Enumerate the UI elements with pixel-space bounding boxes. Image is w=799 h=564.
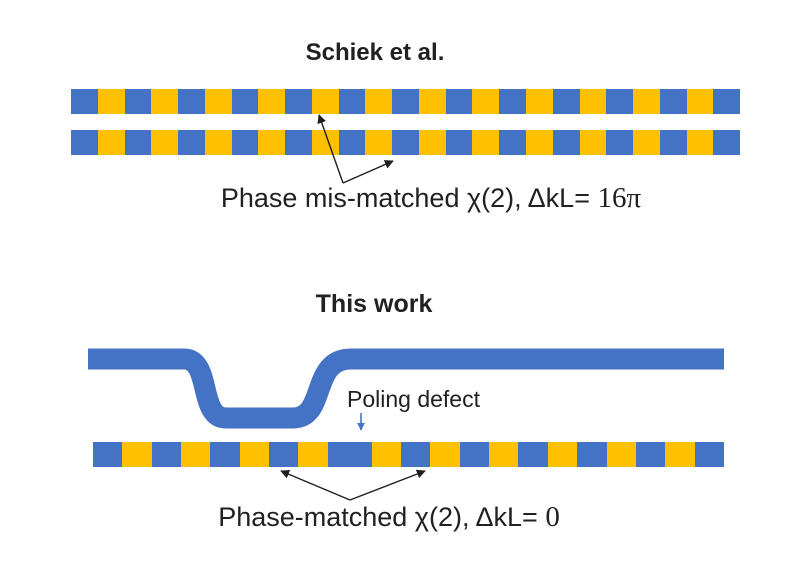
stripe-segment-blue bbox=[392, 130, 419, 155]
stripe-segment-blue bbox=[71, 130, 98, 155]
stripe-segment-yellow bbox=[472, 130, 500, 155]
stripe-segment-blue bbox=[124, 89, 152, 114]
mismatched-poled-bar-1 bbox=[71, 89, 741, 114]
stripe-segment-blue bbox=[210, 442, 240, 467]
stripe-segment-yellow bbox=[686, 89, 714, 114]
stripe-segment-blue bbox=[269, 442, 299, 467]
stripe-segment-blue bbox=[606, 89, 634, 114]
stripe-segment-blue bbox=[713, 89, 741, 114]
stripe-segment-yellow bbox=[526, 130, 553, 155]
stripe-segment-blue bbox=[151, 442, 182, 467]
stripe-segment-blue bbox=[231, 89, 259, 114]
stripe-segment-yellow bbox=[606, 442, 636, 467]
stripe-segment-blue bbox=[694, 442, 724, 467]
stripe-segment-yellow bbox=[365, 89, 393, 114]
top-caption: Phase mis-matched χ(2), ΔkL= 16π bbox=[220, 182, 642, 215]
top-section-title: Schiek et al. bbox=[305, 39, 445, 66]
stripe-segment-yellow bbox=[686, 130, 714, 155]
stripe-segment-blue bbox=[552, 89, 580, 114]
stripe-segment-yellow bbox=[151, 89, 179, 114]
stripe-segment-blue bbox=[392, 89, 419, 114]
stripe-segment-yellow bbox=[665, 442, 695, 467]
stripe-segment-yellow bbox=[489, 442, 519, 467]
stripe-segment-yellow bbox=[365, 130, 393, 155]
stripe-segment-yellow bbox=[204, 130, 232, 155]
top-caption-value: 16π bbox=[597, 182, 642, 214]
stripe-segment-blue bbox=[124, 130, 152, 155]
stripe-segment-yellow bbox=[579, 130, 607, 155]
stripe-segment-yellow bbox=[151, 130, 179, 155]
stripe-segment-blue bbox=[71, 89, 98, 114]
stripe-segment-yellow bbox=[430, 442, 460, 467]
stripe-segment-blue bbox=[499, 89, 527, 114]
stripe-segment-blue bbox=[178, 130, 205, 155]
stripe-segment-blue bbox=[459, 442, 490, 467]
stripe-segment-blue bbox=[635, 442, 666, 467]
stripe-segment-blue bbox=[499, 130, 527, 155]
mismatched-poled-bar-2 bbox=[71, 130, 741, 155]
stripe-segment-yellow bbox=[258, 89, 286, 114]
stripe-segment-blue bbox=[338, 89, 366, 114]
stripe-segment-yellow bbox=[122, 442, 152, 467]
stripe-segment-yellow bbox=[371, 442, 402, 467]
stripe-segment-blue bbox=[713, 130, 741, 155]
stripe-segment-blue bbox=[327, 442, 372, 467]
stripe-segment-blue bbox=[178, 89, 205, 114]
bottom-caption: Phase-matched χ(2), ΔkL= 0 bbox=[218, 501, 560, 534]
stripe-segment-yellow bbox=[418, 130, 446, 155]
poling-defect-label: Poling defect bbox=[347, 386, 480, 412]
stripe-segment-yellow bbox=[204, 89, 232, 114]
stripe-segment-yellow bbox=[298, 442, 328, 467]
stripe-segment-yellow bbox=[97, 89, 125, 114]
stripe-segment-yellow bbox=[633, 130, 660, 155]
stripe-segment-blue bbox=[659, 89, 687, 114]
stripe-segment-yellow bbox=[258, 130, 286, 155]
stripe-segment-yellow bbox=[418, 89, 446, 114]
bottom-caption-text: Phase-matched χ(2), ΔkL= bbox=[218, 502, 546, 532]
stripe-segment-blue bbox=[445, 130, 473, 155]
stripe-segment-yellow bbox=[311, 89, 339, 114]
stripe-segment-yellow bbox=[547, 442, 578, 467]
stripe-segment-yellow bbox=[239, 442, 270, 467]
matched-poled-bar-with-defect bbox=[93, 442, 724, 467]
stripe-segment-blue bbox=[231, 130, 259, 155]
stripe-segment-blue bbox=[606, 130, 634, 155]
stripe-segment-yellow bbox=[579, 89, 607, 114]
stripe-segment-yellow bbox=[181, 442, 211, 467]
stripe-segment-yellow bbox=[472, 89, 500, 114]
stripe-segment-blue bbox=[577, 442, 607, 467]
stripe-segment-yellow bbox=[97, 130, 125, 155]
stripe-segment-blue bbox=[518, 442, 548, 467]
stripe-segment-blue bbox=[93, 442, 123, 467]
stripe-segment-yellow bbox=[526, 89, 553, 114]
stripe-segment-blue bbox=[401, 442, 431, 467]
stripe-segment-blue bbox=[445, 89, 473, 114]
stripe-segment-blue bbox=[285, 130, 312, 155]
stripe-segment-yellow bbox=[633, 89, 660, 114]
top-caption-text: Phase mis-matched χ(2), ΔkL= bbox=[220, 183, 598, 213]
stripe-segment-blue bbox=[285, 89, 312, 114]
stripe-segment-blue bbox=[659, 130, 687, 155]
bottom-caption-value: 0 bbox=[545, 501, 560, 533]
bottom-section-title: This work bbox=[315, 290, 433, 318]
stripe-segment-blue bbox=[552, 130, 580, 155]
